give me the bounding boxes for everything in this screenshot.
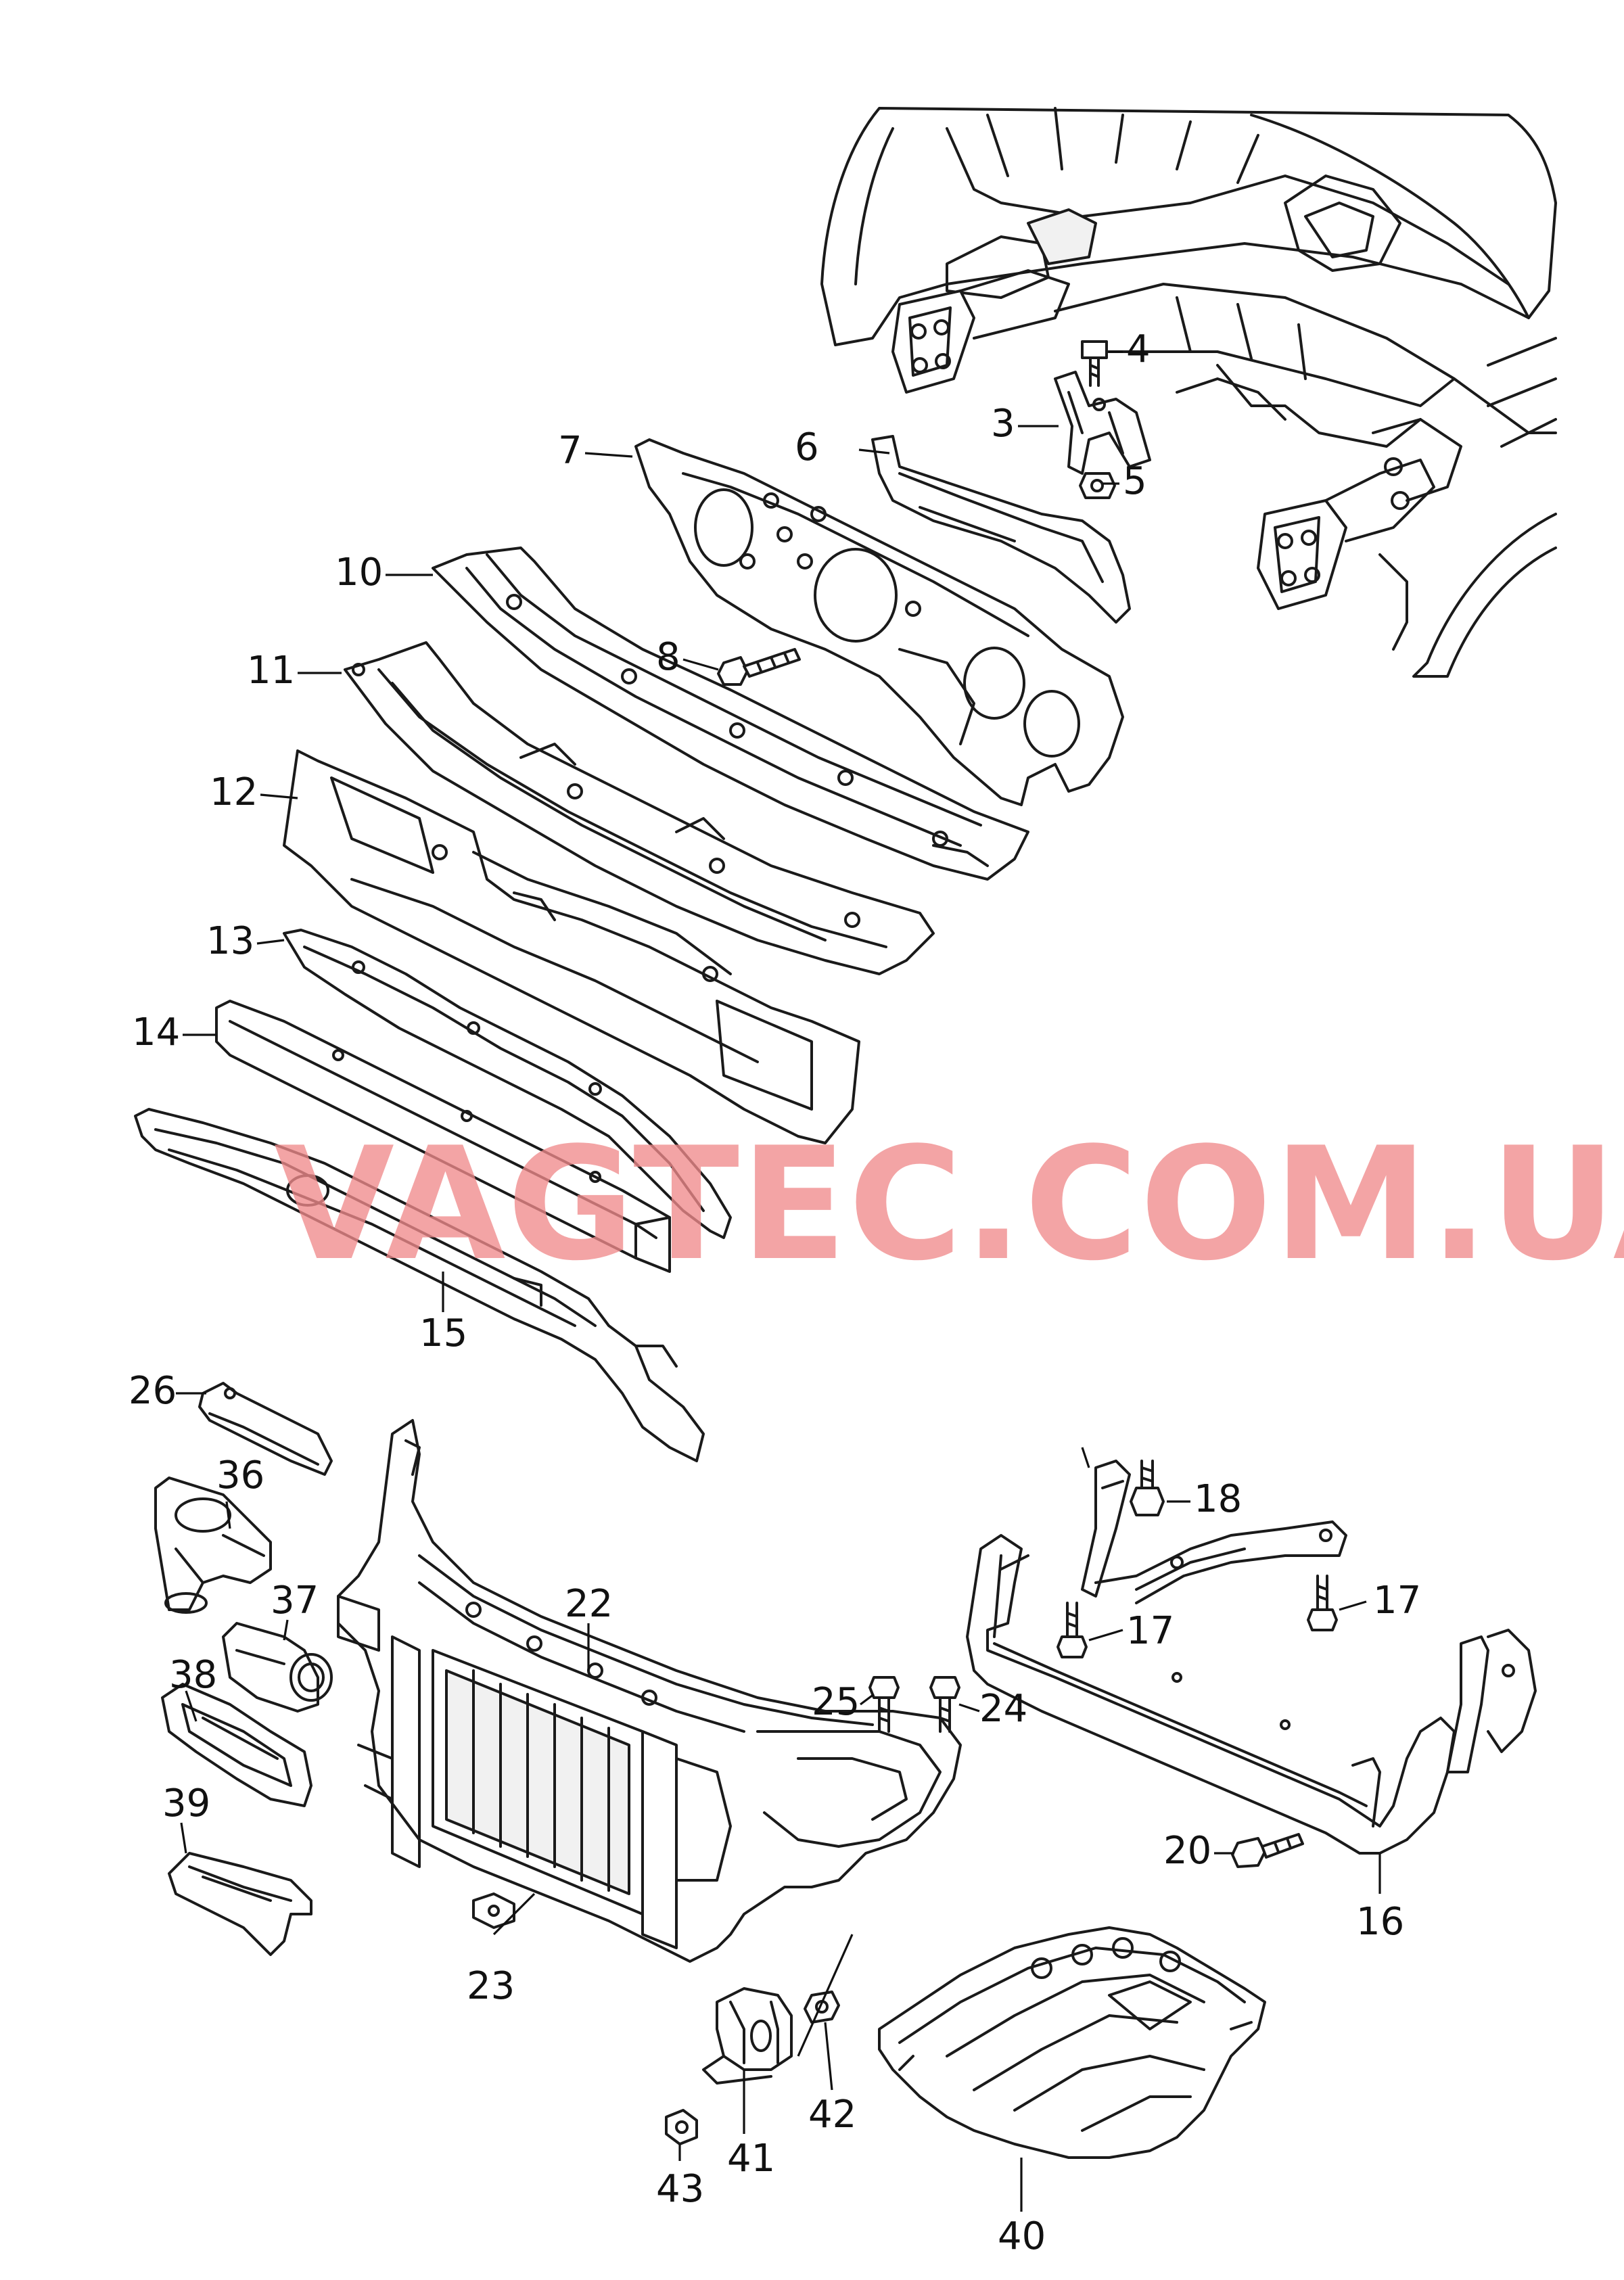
- part-14-lower-cross-member: [215, 1000, 671, 1273]
- callout-8: 8: [656, 635, 680, 679]
- callout-42: 42: [808, 2093, 856, 2137]
- callout-15: 15: [419, 1311, 467, 1355]
- part-15-lower-reinforcement: [134, 1108, 705, 1462]
- part-8-screw: [717, 648, 801, 686]
- callout-11: 11: [247, 649, 295, 693]
- part-26-trim-strip: [198, 1382, 333, 1476]
- callout-22: 22: [565, 1582, 613, 1626]
- callout-5: 5: [1123, 459, 1147, 503]
- part-5-nut: [1079, 472, 1116, 499]
- callout-39: 39: [162, 1782, 210, 1825]
- callout-18: 18: [1194, 1477, 1242, 1521]
- callout-41: 41: [727, 2137, 775, 2181]
- callout-20: 20: [1163, 1829, 1211, 1873]
- part-42-nut: [804, 1991, 840, 2024]
- callout-17-left: 17: [1126, 1609, 1174, 1653]
- leader-lines: [176, 350, 1381, 2212]
- part-12-front-panel: [283, 749, 860, 1144]
- part-17-bolt-right: [1307, 1575, 1338, 1631]
- callout-36: 36: [216, 1453, 264, 1497]
- callout-23: 23: [467, 1964, 515, 2008]
- callout-26: 26: [129, 1369, 177, 1413]
- part-7-bulkhead-plate: [634, 438, 1124, 806]
- part-16-lower-subframe: [966, 1460, 1537, 1855]
- part-6-side-panel: [871, 435, 1131, 624]
- callout-17-right: 17: [1373, 1579, 1421, 1623]
- part-43-clip: [665, 2109, 698, 2145]
- callout-43: 43: [656, 2167, 704, 2211]
- part-18-bolt: [1130, 1460, 1165, 1516]
- part-23-clip-nut: [472, 1892, 515, 1929]
- callout-16: 16: [1356, 1900, 1404, 1944]
- callout-10: 10: [335, 551, 383, 595]
- vehicle-front-body-shell: [820, 107, 1557, 678]
- callout-40: 40: [998, 2214, 1046, 2258]
- part-10-upper-cross-member: [432, 546, 1029, 881]
- callout-6: 6: [795, 425, 819, 469]
- callout-13: 13: [206, 919, 254, 963]
- part-36-air-duct: [154, 1476, 272, 1614]
- callout-14: 14: [132, 1010, 180, 1054]
- part-41-mounting-bracket: [702, 1987, 793, 2085]
- part-22-front-end-carrier: [337, 1419, 962, 1963]
- part-25-bolt: [868, 1676, 900, 1733]
- part-38-duct-frame: [161, 1683, 312, 1807]
- callout-38: 38: [169, 1653, 217, 1697]
- callout-labels: 3 4 5 6 7 8 10 11 12 13 14 15 26 36 37 3…: [129, 327, 1421, 2258]
- callout-24: 24: [979, 1687, 1027, 1731]
- part-4-bolt: [1081, 340, 1108, 387]
- callout-12: 12: [210, 770, 258, 814]
- callout-7: 7: [558, 429, 582, 473]
- part-40-underbody-guard: [878, 1926, 1266, 2159]
- callout-37: 37: [271, 1579, 319, 1623]
- part-39-cover: [168, 1852, 312, 1956]
- part-37-air-guide: [222, 1622, 333, 1713]
- part-11-cross-panel: [344, 641, 935, 975]
- callout-4: 4: [1126, 327, 1151, 371]
- part-24-bolt: [929, 1676, 960, 1733]
- callout-25: 25: [812, 1680, 860, 1724]
- callout-3: 3: [991, 402, 1015, 446]
- part-20-screw: [1231, 1833, 1304, 1868]
- part-3-bracket: [1054, 371, 1151, 475]
- watermark-text: VAGTEC.COM.UA: [274, 1115, 1624, 1295]
- part-17-bolt-left: [1057, 1602, 1088, 1658]
- part-13-lower-strip: [283, 929, 732, 1239]
